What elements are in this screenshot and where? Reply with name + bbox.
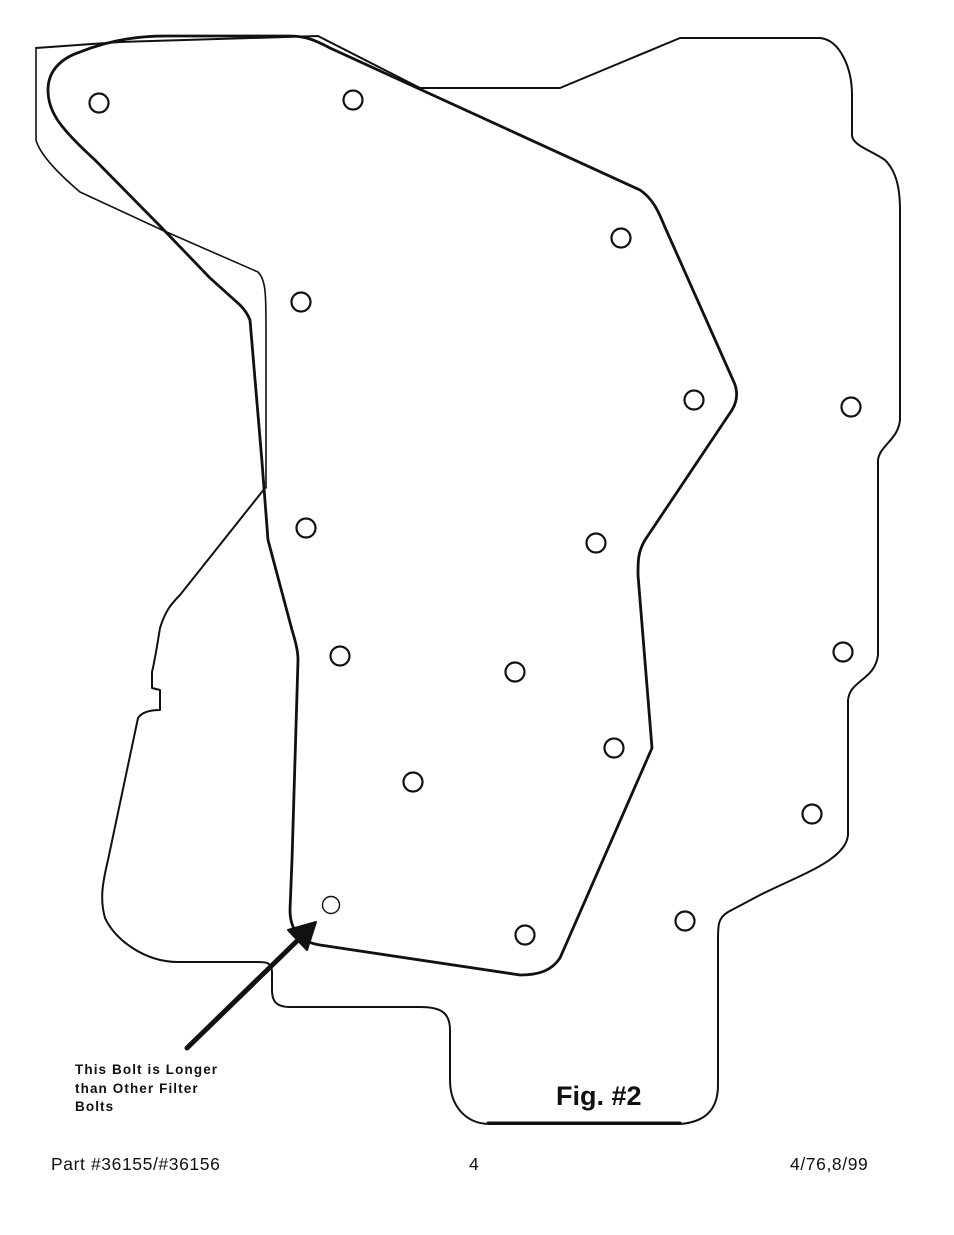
callout-line: than Other Filter (75, 1080, 199, 1096)
long-bolt-callout: This Bolt is Longer than Other Filter Bo… (75, 1061, 265, 1117)
long-bolt-hole (321, 895, 341, 915)
callout-arrow-shaft (184, 937, 301, 1051)
figure-label: Fig. #2 (556, 1081, 642, 1111)
bolt-hole (295, 517, 317, 539)
bolt-hole (504, 661, 526, 683)
bolt-hole (603, 737, 625, 759)
bolt-hole (674, 910, 696, 932)
callout-line: This Bolt is Longer (75, 1062, 219, 1077)
bolt-hole (832, 641, 854, 663)
footer-date: 4/76,8/99 (790, 1154, 869, 1174)
bolt-hole (88, 92, 110, 114)
bolt-hole (342, 89, 364, 111)
bolt-hole (801, 803, 823, 825)
filter-gasket-outline (46, 34, 739, 977)
bolt-hole (610, 227, 632, 249)
bolt-hole (840, 396, 862, 418)
bolt-hole (329, 645, 351, 667)
callout-arrow-head (287, 921, 317, 951)
bolt-hole (585, 532, 607, 554)
bolt-holes (88, 89, 862, 946)
bolt-hole (402, 771, 424, 793)
pan-left-wall (35, 47, 267, 489)
bolt-hole (290, 291, 312, 313)
callout-line: Bolts (75, 1099, 115, 1114)
pan-gasket-outline (35, 35, 901, 1125)
footer-page-number: 4 (469, 1154, 480, 1174)
footer-part-number: Part #36155/#36156 (51, 1154, 221, 1174)
bolt-hole (683, 389, 705, 411)
bolt-hole (514, 924, 536, 946)
